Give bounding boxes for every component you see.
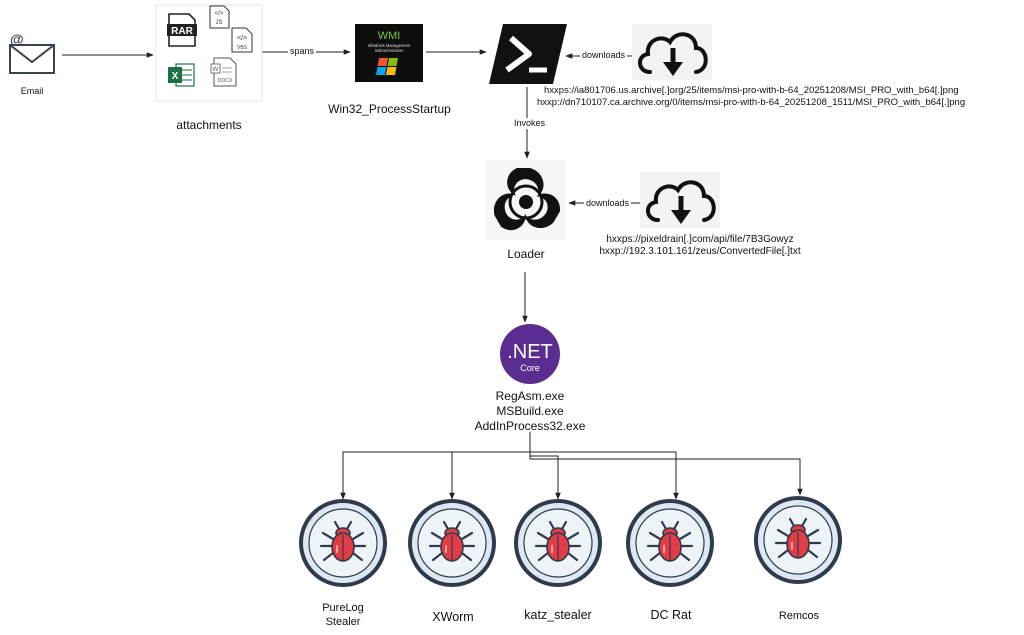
cloud-download-icon	[640, 172, 720, 228]
bug-icon	[514, 499, 602, 587]
svg-text:RAR: RAR	[171, 26, 193, 37]
attachments-label: attachments	[176, 118, 242, 132]
edge-label-downloads-1: downloads	[580, 50, 628, 61]
js-file-icon: </> JS	[209, 5, 230, 29]
malware-label: Remcos	[778, 610, 820, 622]
edge-label-spans: spans	[288, 46, 317, 57]
email-label: Email	[20, 86, 44, 96]
svg-text:W: W	[213, 67, 219, 73]
malware-label: DC Rat	[650, 608, 692, 622]
vbs-file-icon: </> VBS	[231, 27, 253, 53]
svg-text:.NET: .NET	[507, 341, 553, 363]
svg-text:WMI: WMI	[378, 30, 401, 42]
svg-text:@: @	[10, 31, 24, 47]
edge-dotnet-katz	[529, 432, 561, 500]
bug-icon	[754, 496, 842, 584]
edge-dotnet-remcos	[529, 432, 803, 496]
process-msbuild: MSBuild.exe	[496, 404, 564, 418]
svg-text:X: X	[172, 71, 179, 82]
svg-text:</>: </>	[237, 35, 247, 42]
wmi-icon: WMI Windows Management Instrumentation	[355, 24, 423, 82]
attachments-box: RAR </> JS </> VBS X W	[155, 4, 263, 102]
excel-file-icon: X	[168, 63, 195, 87]
download1-url-1: hxxps://ia801706.us.archive[.]org/25/ite…	[544, 85, 959, 96]
dotnet-core-icon: .NET Core	[500, 324, 560, 384]
docx-file-icon: W DOCX	[210, 57, 237, 87]
biohazard-icon	[486, 160, 566, 240]
wmi-label: Win32_ProcessStartup	[328, 102, 451, 116]
process-regasm: RegAsm.exe	[495, 389, 565, 403]
svg-text:Instrumentation: Instrumentation	[375, 48, 405, 53]
bug-icon	[626, 499, 714, 587]
malware-label: XWorm	[432, 610, 474, 624]
loader-label: Loader	[507, 247, 545, 261]
rar-file-icon: RAR	[167, 13, 197, 47]
download2-url-1: hxxps://pixeldrain[.]com/api/file/7B3Gow…	[606, 234, 794, 245]
svg-text:DOCX: DOCX	[218, 78, 233, 84]
bug-icon	[299, 499, 387, 587]
svg-text:</>: </>	[215, 11, 224, 17]
edge-dotnet-dcrat	[529, 432, 679, 500]
envelope-icon: @	[9, 31, 55, 74]
malware-label: PureLog	[322, 602, 364, 614]
malware-nodes	[299, 496, 842, 587]
download2-url-2: hxxp://192.3.101.161/zeus/ConvertedFile[…	[599, 246, 801, 257]
edge-dotnet-xworm	[449, 432, 531, 500]
edge-dotnet-purelog	[340, 432, 531, 500]
svg-text:Core: Core	[520, 363, 540, 373]
process-addinprocess32: AddInProcess32.exe	[474, 419, 586, 433]
svg-text:JS: JS	[215, 20, 222, 26]
svg-text:VBS: VBS	[237, 45, 248, 51]
edge-label-invokes: Invokes	[512, 118, 548, 129]
edge-label-downloads-2: downloads	[584, 198, 632, 209]
bug-icon	[408, 499, 496, 587]
powershell-icon	[489, 24, 567, 84]
cloud-download-icon	[632, 24, 712, 80]
malware-label: Stealer	[325, 616, 361, 628]
svg-text:Windows Management: Windows Management	[368, 43, 411, 48]
download1-url-2: hxxp://dn710107.ca.archive.org/0/items/m…	[537, 97, 966, 108]
malware-label: katz_stealer	[524, 608, 592, 622]
